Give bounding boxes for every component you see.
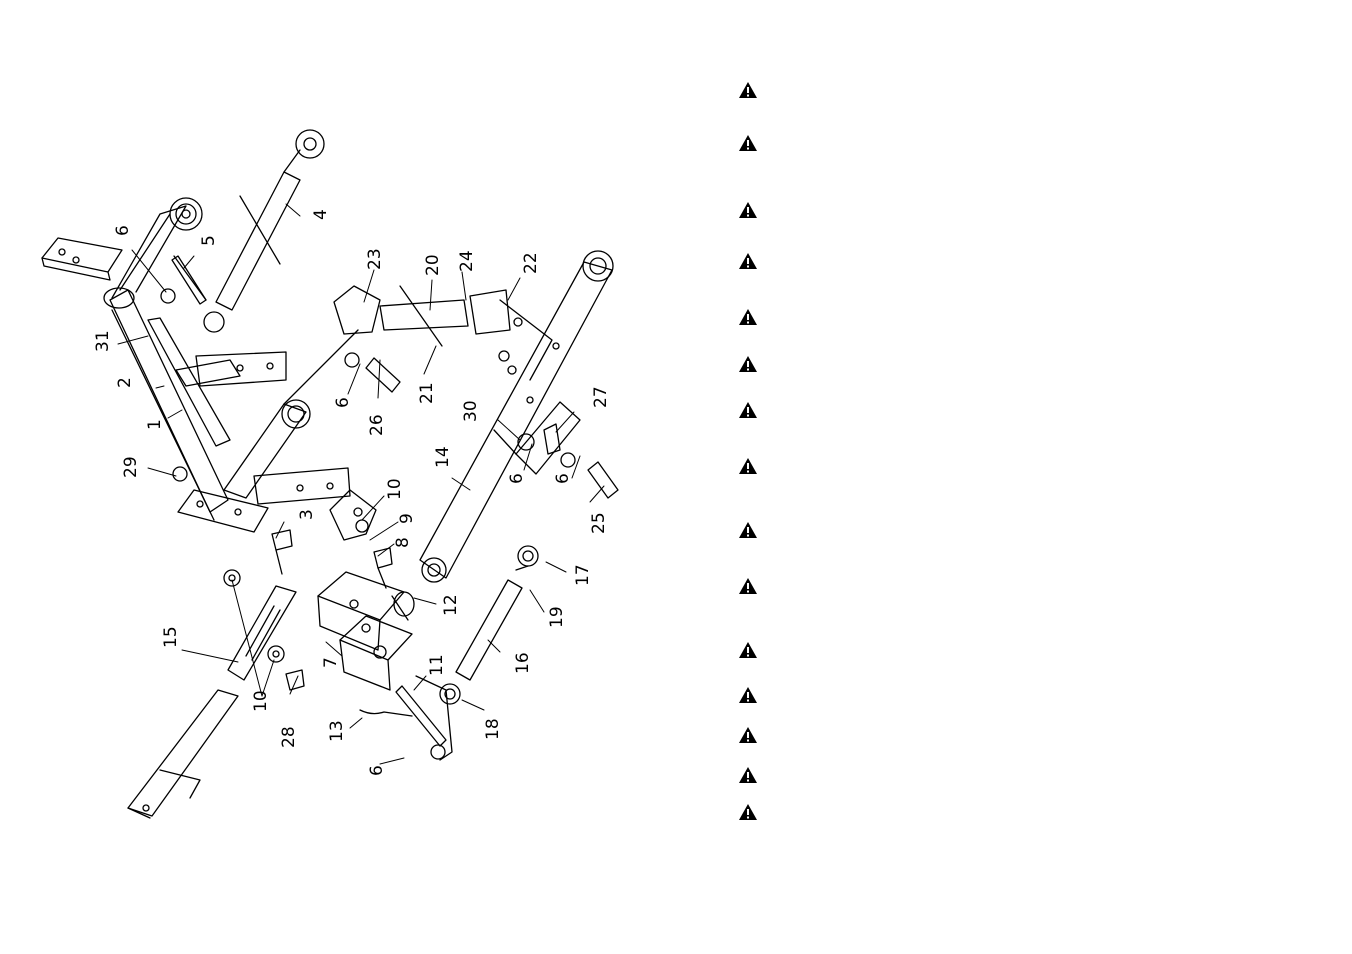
center-bracket <box>317 571 415 691</box>
callout-9: 9 <box>397 513 417 524</box>
warning-triangle-icon <box>738 457 758 475</box>
warning-triangle-icon <box>738 401 758 419</box>
callout-3: 3 <box>297 509 317 520</box>
mount-bracket-lower <box>127 689 239 819</box>
callout-10b: 10 <box>251 690 271 712</box>
callout-6b: 6 <box>333 397 353 408</box>
warning-triangle-icon <box>738 308 758 326</box>
warning-triangle-icon <box>738 726 758 744</box>
foot-plate <box>177 489 269 533</box>
warning-triangle-icon <box>738 641 758 659</box>
warning-triangle-icon <box>738 134 758 152</box>
callout-2: 2 <box>115 377 135 388</box>
top-link <box>173 129 325 333</box>
callout-5: 5 <box>199 235 219 246</box>
warning-triangle-icon <box>738 252 758 270</box>
mount-bracket-upper <box>41 237 123 281</box>
callout-14: 14 <box>433 446 453 468</box>
callout-23: 23 <box>365 248 385 270</box>
callout-21: 21 <box>417 382 437 404</box>
warning-triangle-icon <box>738 355 758 373</box>
callout-6a: 6 <box>113 225 133 236</box>
callout-6e: 6 <box>367 765 387 776</box>
callout-25: 25 <box>589 512 609 534</box>
callout-8: 8 <box>393 537 413 548</box>
callout-20: 20 <box>423 254 443 276</box>
warning-triangle-icon <box>738 577 758 595</box>
callout-1: 1 <box>145 419 165 430</box>
slotted-bar <box>227 585 297 681</box>
callout-11: 11 <box>427 654 447 676</box>
main-frame <box>103 197 241 521</box>
callout-18: 18 <box>483 718 503 740</box>
callout-17: 17 <box>573 564 593 586</box>
callout-6d: 6 <box>553 473 573 484</box>
lower-link-plate <box>493 401 581 475</box>
callout-28: 28 <box>279 726 299 748</box>
lower-rod <box>439 545 539 705</box>
callout-22: 22 <box>521 252 541 274</box>
angle-plate <box>329 489 377 541</box>
callout-24: 24 <box>457 250 477 272</box>
parts-diagram: 1 2 3 4 5 6 6 6 6 6 7 8 9 10 10 11 12 13… <box>41 129 619 819</box>
warning-triangle-icon <box>738 803 758 821</box>
warning-triangle-icon <box>738 201 758 219</box>
callout-leaders <box>117 203 605 765</box>
callout-15: 15 <box>161 626 181 648</box>
callout-10a: 10 <box>385 478 405 500</box>
hanger-plate-upper <box>195 351 287 387</box>
turnbuckle <box>333 285 523 347</box>
callout-31: 31 <box>93 330 113 352</box>
warning-triangle-icon <box>738 766 758 784</box>
callout-labels: 1 2 3 4 5 6 6 6 6 6 7 8 9 10 10 11 12 13… <box>93 209 611 776</box>
callout-7: 7 <box>321 657 341 668</box>
pin-assembly <box>359 675 453 761</box>
callout-13: 13 <box>327 720 347 742</box>
callout-4: 4 <box>311 209 331 220</box>
callout-12: 12 <box>441 594 461 616</box>
warning-triangle-icon <box>738 686 758 704</box>
callout-26: 26 <box>367 414 387 436</box>
callout-30: 30 <box>461 400 481 422</box>
callout-27: 27 <box>591 386 611 408</box>
callout-16: 16 <box>513 652 533 674</box>
cross-tube <box>223 329 359 499</box>
callout-19: 19 <box>547 606 567 628</box>
hardware-bolts <box>160 255 619 760</box>
callout-6c: 6 <box>507 473 527 484</box>
hanger-plate-lower <box>253 467 351 505</box>
warning-triangle-icon <box>738 521 758 539</box>
callout-29: 29 <box>121 456 141 478</box>
long-arm <box>419 250 614 583</box>
warning-triangle-icon <box>738 81 758 99</box>
